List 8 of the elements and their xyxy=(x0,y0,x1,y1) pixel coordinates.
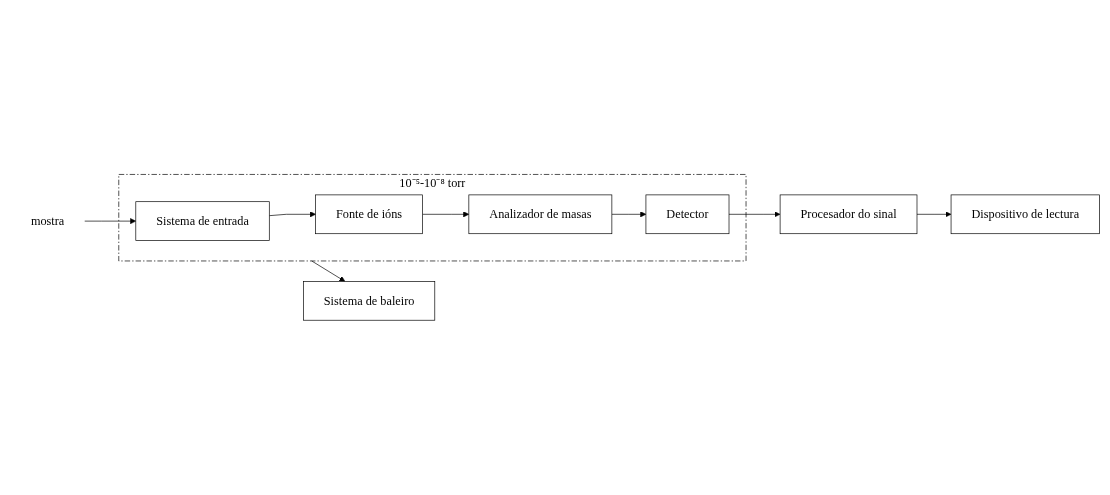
node-box: Analizador de masas xyxy=(468,194,613,235)
node-box: Fonte de ións xyxy=(315,194,423,235)
node-box: Procesador do sinal xyxy=(779,194,918,235)
node-box: Sistema de entrada xyxy=(135,201,270,241)
node-box: Detector xyxy=(645,194,730,235)
node-text: mostra xyxy=(30,214,65,228)
node-box: Sistema de baleiro xyxy=(303,281,436,321)
node-box: Dispositivo de lectura xyxy=(950,194,1100,235)
